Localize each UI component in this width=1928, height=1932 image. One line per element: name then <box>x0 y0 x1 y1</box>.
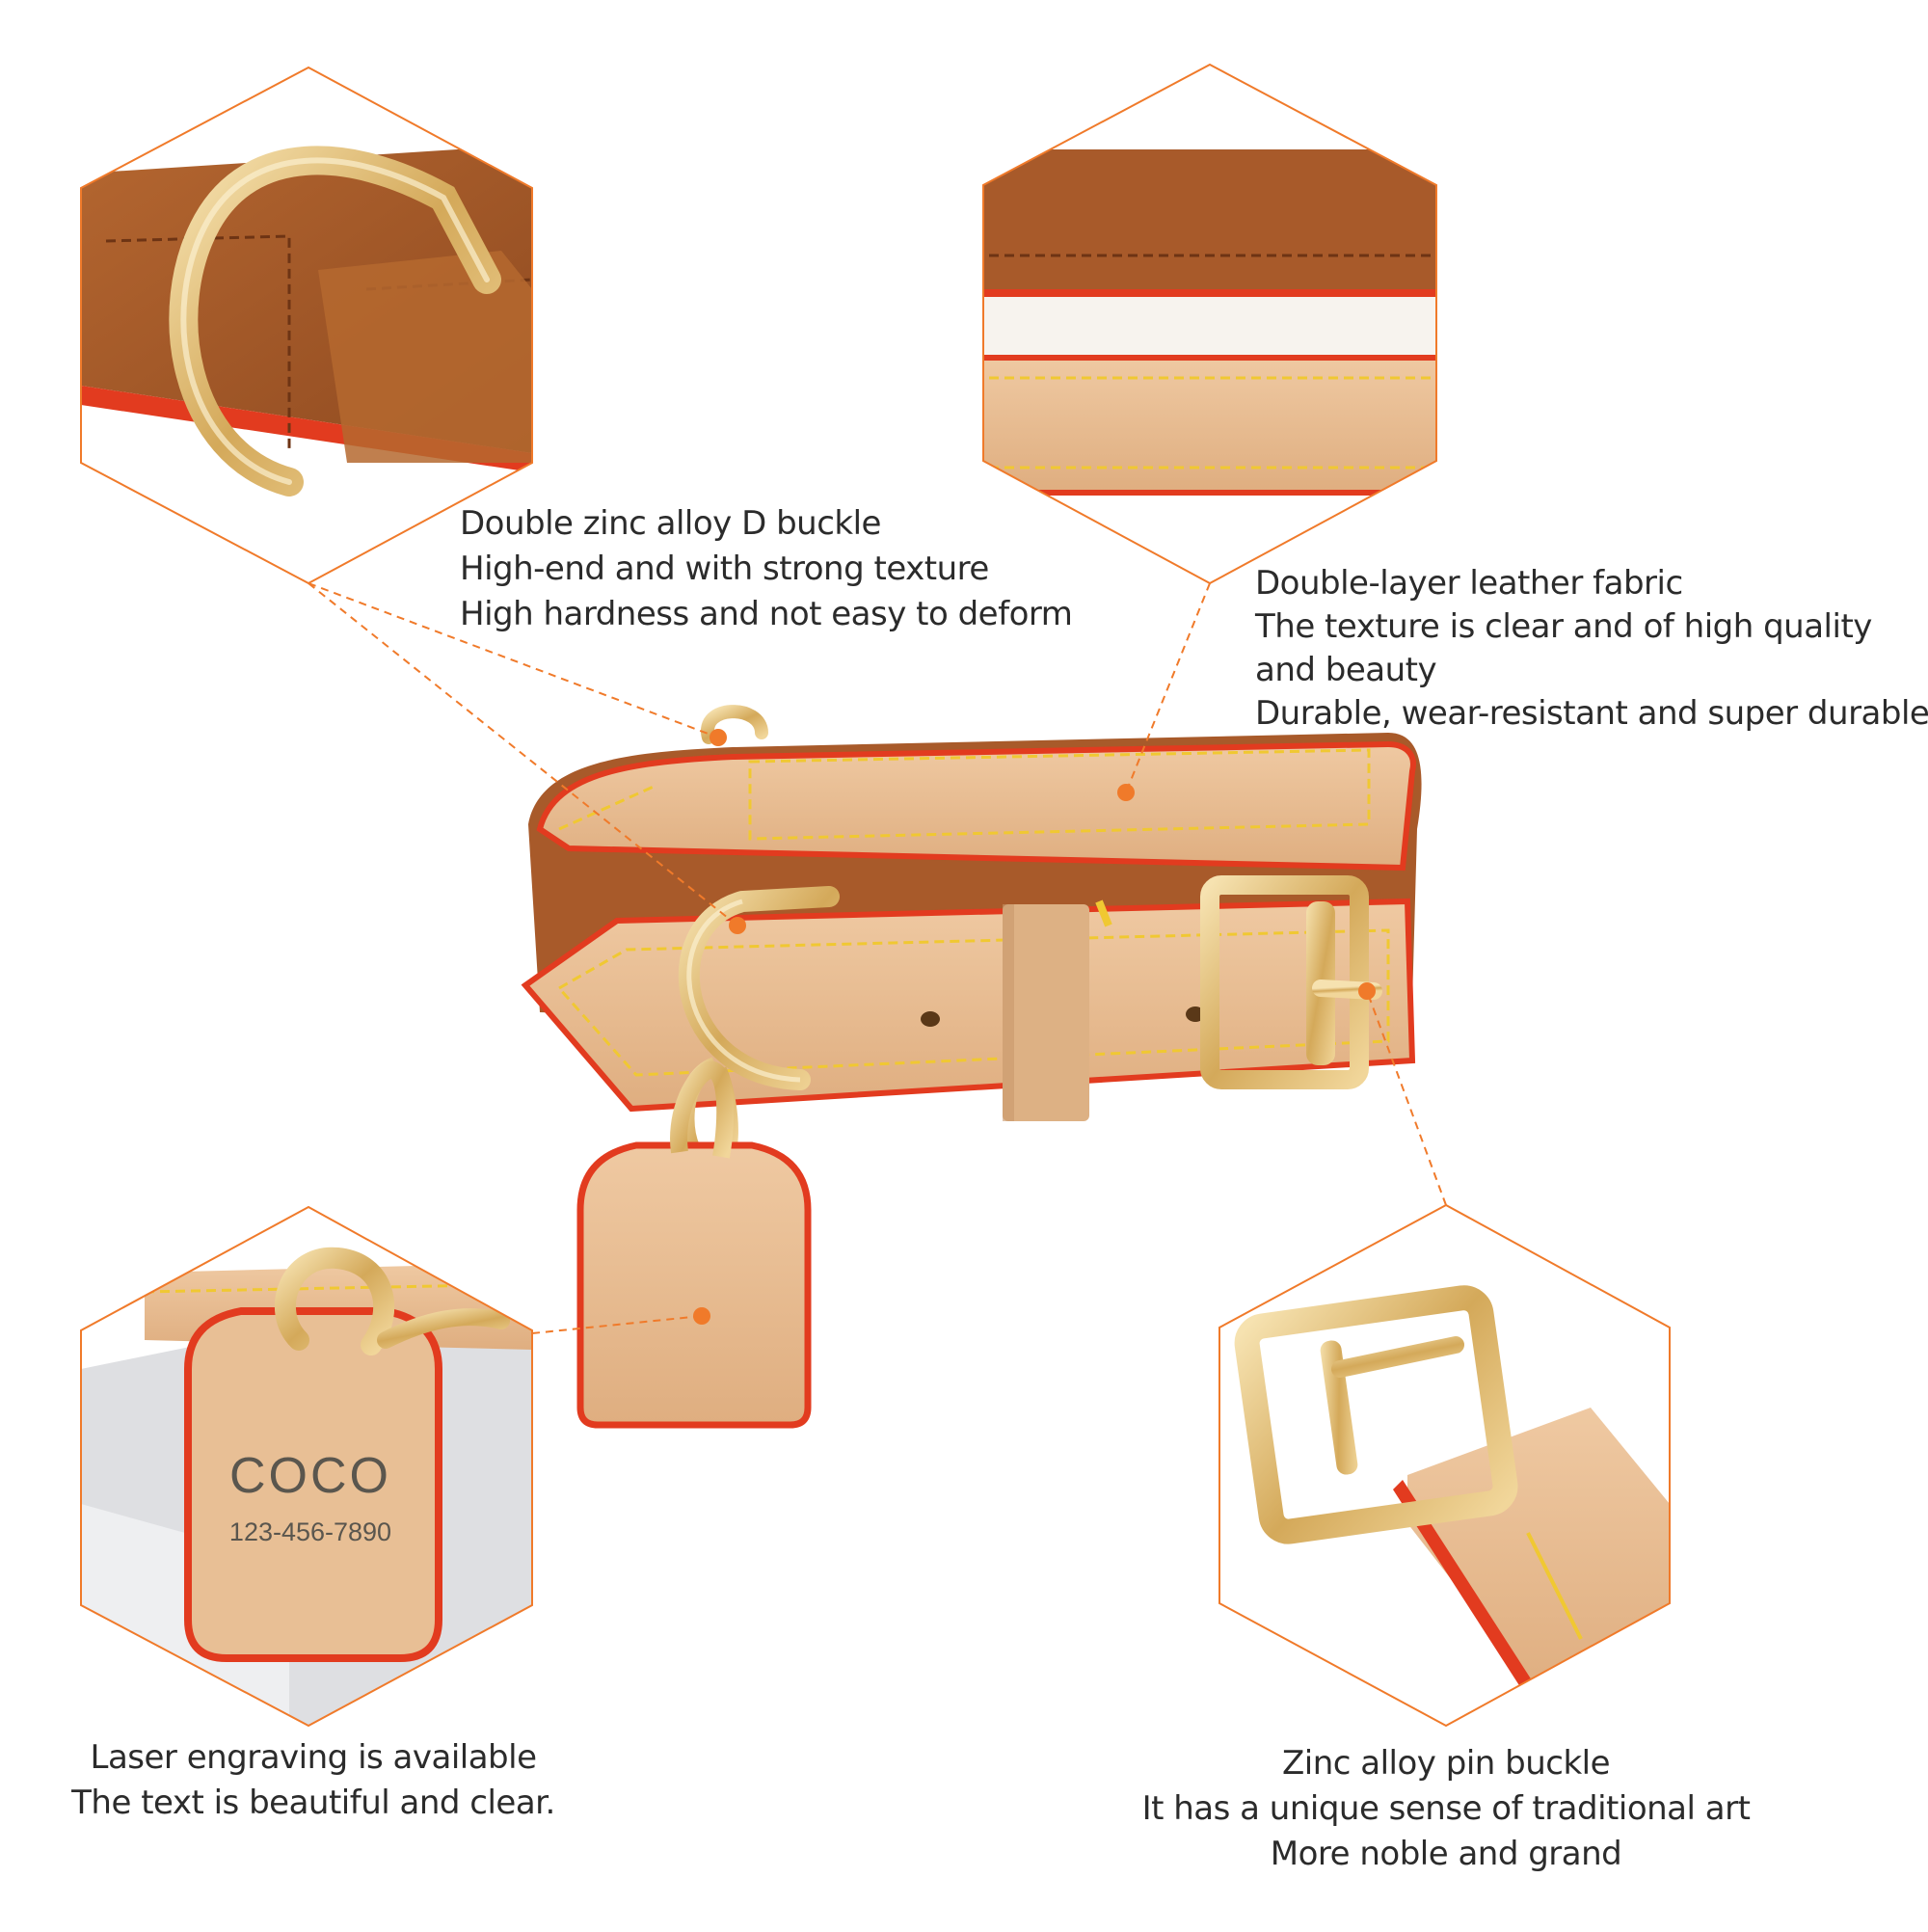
callout-pin-buckle: Zinc alloy pin buckle It has a unique se… <box>1118 1741 1774 1877</box>
callout-leather-line-2: The texture is clear and of high quality <box>1255 607 1872 646</box>
hex-frame-bottom-left <box>80 1205 533 1728</box>
callout-pin-buckle-line-3: More noble and grand <box>1270 1835 1622 1873</box>
d-buckle-closeup <box>81 67 532 583</box>
callout-leather-line-3: and beauty <box>1255 651 1437 689</box>
engraved-tag-closeup: COCO 123-456-7890 <box>81 1207 532 1726</box>
callout-engraving-line-2: The text is beautiful and clear. <box>71 1784 555 1822</box>
callout-leather-line-1: Double-layer leather fabric <box>1255 564 1683 603</box>
pin-buckle-closeup <box>1219 1205 1670 1726</box>
callout-pin-buckle-line-1: Zinc alloy pin buckle <box>1281 1744 1611 1783</box>
callout-leather-line-4: Durable, wear-resistant and super durabl… <box>1255 694 1928 733</box>
callout-d-buckle-line-1: Double zinc alloy D buckle <box>460 504 881 543</box>
callout-leader-lines <box>308 582 1447 1334</box>
callout-leather: Double-layer leather fabric The texture … <box>1255 562 1928 736</box>
leather-layer-closeup <box>983 65 1436 583</box>
callout-dots <box>693 729 1376 1325</box>
tag-name-engraving: COCO <box>229 1448 391 1504</box>
callout-d-buckle-line-3: High hardness and not easy to deform <box>460 595 1073 633</box>
tag-phone-engraving: 123-456-7890 <box>229 1517 391 1546</box>
callout-engraving-line-1: Laser engraving is available <box>90 1738 538 1777</box>
callout-pin-buckle-line-2: It has a unique sense of traditional art <box>1141 1789 1751 1828</box>
collar-product-photo <box>521 705 1422 1429</box>
hex-frame-bottom-right <box>1218 1203 1671 1728</box>
callout-engraving: Laser engraving is available The text is… <box>39 1735 588 1826</box>
callout-d-buckle-line-2: High-end and with strong texture <box>460 550 989 588</box>
callout-d-buckle: Double zinc alloy D buckle High-end and … <box>460 501 1073 637</box>
